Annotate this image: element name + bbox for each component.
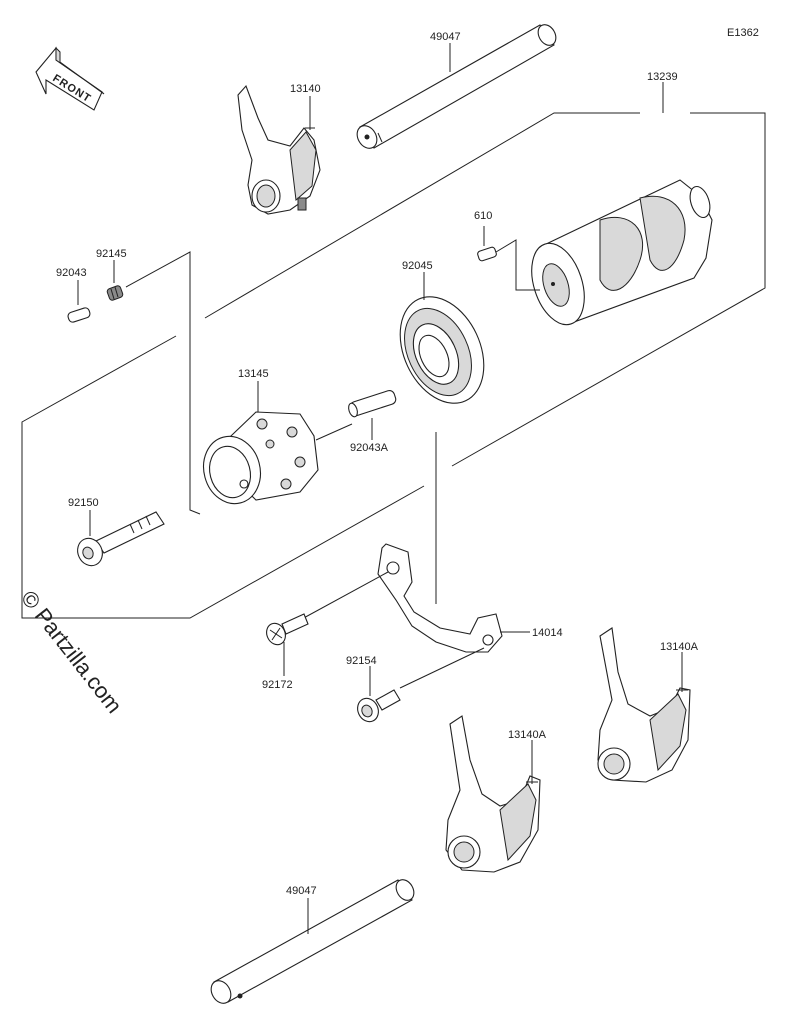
shift-fork-right — [597, 627, 691, 783]
shift-fork-top — [237, 84, 321, 215]
bearing — [399, 296, 485, 404]
callout-pin-small: 92043 — [56, 267, 87, 279]
pin-610 — [477, 246, 497, 262]
shift-cam — [203, 411, 319, 505]
bolt-small — [357, 689, 401, 723]
pin-cam — [348, 389, 397, 418]
callout-pin-610: 610 — [474, 210, 492, 222]
callout-spring: 92145 — [96, 248, 127, 260]
callout-bolt-small: 92154 — [346, 655, 377, 667]
callout-bearing: 92045 — [402, 260, 433, 272]
callout-bolt-long: 92150 — [68, 497, 99, 509]
screw-flat — [266, 613, 309, 646]
callout-fork-middle: 13140A — [508, 729, 547, 741]
callout-cam: 13145 — [238, 368, 269, 380]
callout-shaft-bottom: 49047 — [286, 885, 317, 897]
diagram-code: E1362 — [727, 27, 759, 39]
callout-shaft-top: 49047 — [430, 31, 461, 43]
callout-pin-cam: 92043A — [350, 442, 389, 454]
pin-small — [67, 307, 91, 323]
callout-plate: 14014 — [532, 627, 563, 639]
stopper-plate — [377, 543, 503, 653]
bolt-long — [77, 511, 165, 567]
shaft-bottom — [210, 879, 415, 1004]
shift-fork-middle — [445, 715, 541, 873]
callout-fork-right: 13140A — [660, 641, 699, 653]
watermark: © Partzilla.com — [16, 586, 127, 718]
shaft-top — [356, 24, 557, 149]
callout-drum: 13239 — [647, 71, 678, 83]
spring — [106, 285, 124, 301]
callout-screw-flat: 92172 — [262, 679, 293, 691]
front-arrow-icon: FRONT — [35, 46, 105, 111]
shift-drum — [531, 179, 713, 326]
callout-fork-top: 13140 — [290, 83, 321, 95]
